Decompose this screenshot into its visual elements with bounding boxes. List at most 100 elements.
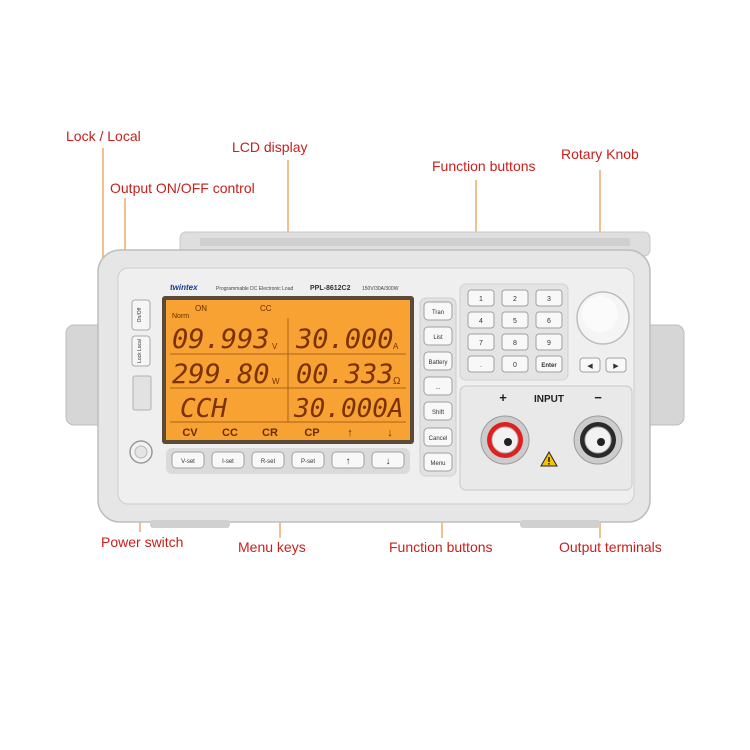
right-arrow-key[interactable]	[605, 357, 627, 373]
positive-terminal[interactable]	[480, 415, 530, 465]
key-3[interactable]	[535, 289, 563, 307]
callout-lcd-display: LCD display	[232, 139, 308, 155]
key-7[interactable]	[467, 333, 495, 351]
key-0[interactable]	[501, 355, 529, 373]
svg-text:8: 8	[513, 340, 517, 347]
cancel-key[interactable]	[423, 427, 453, 447]
numeric-keypad: 1 2 3 4 5 6 7 8 9 . 0 Enter	[467, 289, 563, 373]
lcd-menu-row: CV CC CR CP ↑ ↓	[182, 427, 392, 439]
up-arrow-icon: ↑	[346, 456, 351, 467]
callout-function-buttons-bottom: Function buttons	[389, 539, 493, 555]
lcd-menu-up: ↑	[347, 427, 353, 439]
svg-text:7: 7	[479, 340, 483, 347]
ellipsis-label: ...	[435, 385, 440, 391]
menu-label: Menu	[430, 461, 445, 467]
negative-terminal[interactable]	[573, 415, 623, 465]
svg-text:2: 2	[513, 296, 517, 303]
i-set-key[interactable]	[211, 451, 245, 469]
lcd-menu-cr: CR	[262, 427, 278, 439]
warning-triangle-icon	[540, 450, 558, 467]
key-dot[interactable]	[467, 355, 495, 373]
menu-key[interactable]	[423, 452, 453, 472]
v-set-label: V-set	[181, 459, 195, 465]
lcd-menu-cp: CP	[304, 427, 319, 439]
lcd-setpoint-readout: 30.000A	[293, 394, 404, 424]
svg-text:4: 4	[479, 318, 483, 325]
svg-text:9: 9	[547, 340, 551, 347]
brand-logo: twintex	[170, 283, 198, 292]
battery-key[interactable]	[423, 351, 453, 371]
on-off-button[interactable]	[131, 299, 151, 331]
svg-text:6: 6	[547, 318, 551, 325]
list-key[interactable]	[423, 326, 453, 346]
shift-label: Shift	[432, 410, 444, 416]
lcd-menu-cc: CC	[222, 427, 238, 439]
lcd-menu-cv: CV	[182, 427, 198, 439]
svg-text:.: .	[480, 362, 482, 369]
key-9[interactable]	[535, 333, 563, 351]
lcd-resistance-unit: Ω	[393, 376, 401, 387]
cancel-label: Cancel	[429, 436, 448, 442]
model-number: PPL-8612C2	[310, 285, 351, 292]
battery-label: Battery	[428, 360, 447, 366]
v-set-key[interactable]	[171, 451, 205, 469]
callout-output-onoff: Output ON/OFF control	[110, 180, 255, 196]
ellipsis-key[interactable]	[423, 376, 453, 396]
rating-label: 150V/30A/300W	[362, 286, 399, 292]
key-5[interactable]	[501, 311, 529, 329]
lcd-voltage-unit: V	[272, 342, 278, 351]
key-6[interactable]	[535, 311, 563, 329]
callout-output-terminals: Output terminals	[559, 539, 662, 555]
on-off-label: On/Off	[137, 307, 143, 322]
key-4[interactable]	[467, 311, 495, 329]
key-2[interactable]	[501, 289, 529, 307]
lock-local-button[interactable]	[131, 335, 151, 367]
callout-power-switch: Power switch	[101, 534, 184, 550]
shift-key[interactable]	[423, 401, 453, 421]
down-arrow-icon: ↓	[386, 456, 391, 467]
r-set-label: R-set	[261, 459, 276, 465]
up-key[interactable]	[331, 451, 365, 469]
menu-keys: V-set I-set R-set P-set ↑ ↓	[171, 451, 405, 469]
svg-text:0: 0	[513, 362, 517, 369]
r-set-key[interactable]	[251, 451, 285, 469]
tran-label: Tran	[432, 310, 444, 316]
callout-lock-local: Lock / Local	[66, 128, 141, 144]
key-1[interactable]	[467, 289, 495, 307]
terminal-plus-sign: +	[499, 390, 507, 405]
left-arrow-icon: ◀	[587, 363, 593, 370]
lcd-flag-cc: CC	[260, 304, 272, 313]
lcd-voltage-readout: 09.993	[172, 324, 270, 355]
lcd-power-readout: 299.80	[172, 359, 270, 390]
terminal-minus-sign: −	[594, 390, 602, 405]
svg-text:1: 1	[479, 296, 483, 303]
svg-text:5: 5	[513, 318, 517, 325]
tran-key[interactable]	[423, 301, 453, 321]
lcd-flag-on: ON	[195, 304, 207, 313]
lcd-current-readout: 30.000	[295, 324, 394, 355]
lock-local-label: Lock Local	[137, 339, 143, 363]
lcd-power-unit: W	[272, 377, 280, 386]
right-arrow-icon: ▶	[613, 363, 619, 370]
usb-slot	[132, 375, 152, 411]
callout-function-buttons-top: Function buttons	[432, 158, 536, 174]
left-arrow-key[interactable]	[579, 357, 601, 373]
lcd-resistance-readout: 00.333	[296, 359, 394, 390]
list-label: List	[433, 335, 443, 341]
lcd-current-unit: A	[393, 342, 399, 351]
key-8[interactable]	[501, 333, 529, 351]
callout-rotary-knob: Rotary Knob	[561, 146, 639, 162]
key-enter[interactable]	[535, 355, 563, 373]
input-label: INPUT	[534, 394, 564, 405]
lcd-flag-norm: Norm	[172, 313, 189, 320]
lcd-menu-down: ↓	[387, 427, 393, 439]
p-set-label: P-set	[301, 459, 315, 465]
p-set-key[interactable]	[291, 451, 325, 469]
svg-text:Enter: Enter	[541, 363, 557, 369]
product-description: Programmable DC Electronic Load	[216, 286, 293, 292]
function-keys: Tran List Battery ... Shift Cancel Menu	[423, 301, 453, 472]
down-key[interactable]	[371, 451, 405, 469]
i-set-label: I-set	[222, 459, 234, 465]
lcd-mode-readout: CCH	[180, 394, 227, 424]
